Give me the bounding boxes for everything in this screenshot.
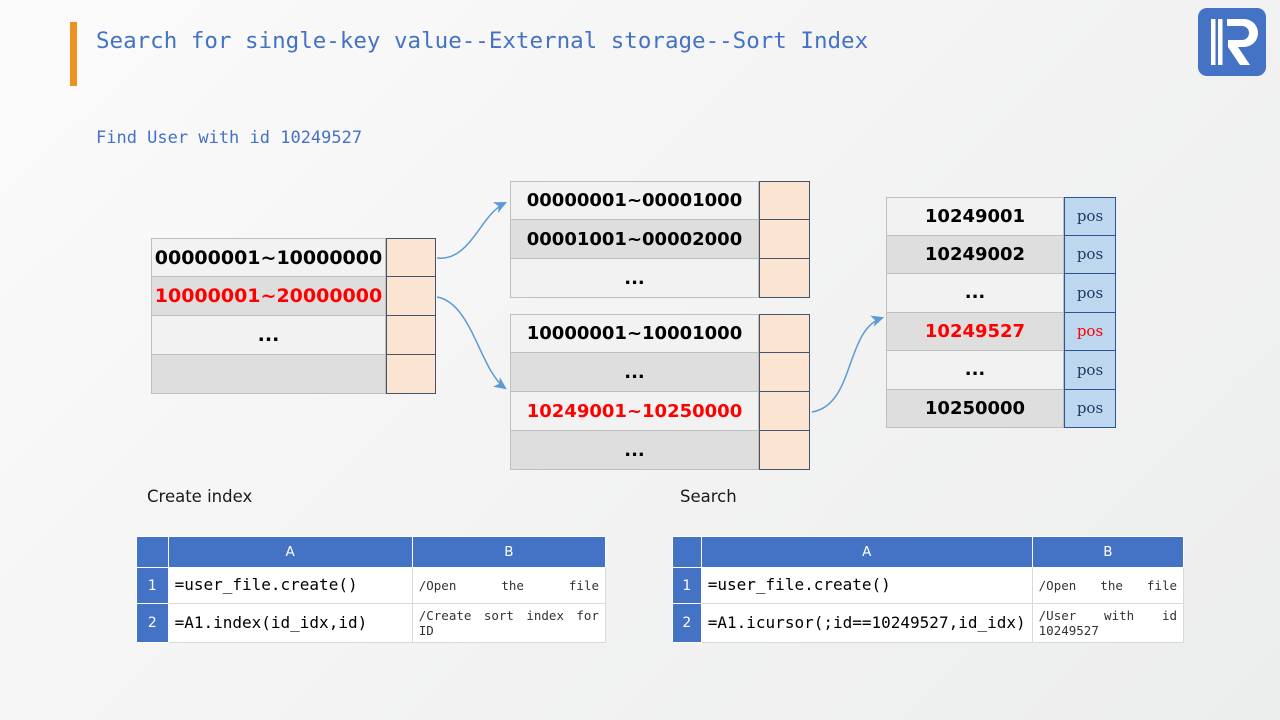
leaf-key-cell-highlighted: 10249527 (886, 312, 1064, 351)
table-row: ... pos (886, 274, 1116, 313)
index-range-cell: 00000001~10000000 (151, 238, 386, 277)
leaf-pos-cell: pos (1064, 197, 1116, 236)
cell-a2[interactable]: =A1.icursor(;id==10249527,id_idx) (700, 603, 1033, 643)
index-range-cell-ellipsis: ... (510, 353, 759, 392)
table-row: ... (510, 259, 810, 298)
leaf-index-block: 10249001 pos 10249002 pos ... pos 102495… (886, 197, 1116, 428)
cell-a1[interactable]: =user_file.create() (167, 567, 413, 604)
index-range-cell-ellipsis: ... (510, 259, 759, 298)
table-row: 00000001~10000000 (151, 238, 436, 277)
table-row: 10249527 pos (886, 312, 1116, 351)
table-row: ... (151, 316, 436, 355)
pointer-cell (386, 238, 436, 277)
sheet-header-row: A B (672, 536, 1185, 568)
search-spreadsheet[interactable]: A B 1 =user_file.create() /Open the file… (672, 536, 1185, 643)
row-header-1[interactable]: 1 (672, 567, 702, 604)
index-range-cell-highlighted: 10249001~10250000 (510, 392, 759, 431)
leaf-pos-cell: pos (1064, 351, 1116, 390)
cell-b2[interactable]: /Create sort index for ID (411, 603, 607, 643)
table-row: ... (510, 431, 810, 470)
leaf-pos-cell: pos (1064, 235, 1116, 274)
second-level-index-block-a: 00000001~00001000 00001001~00002000 ... (510, 181, 810, 298)
cell-a2[interactable]: =A1.index(id_idx,id) (167, 603, 413, 643)
column-header-b[interactable]: B (1031, 536, 1185, 568)
table-row: 10249001 pos (886, 197, 1116, 236)
cell-a1[interactable]: =user_file.create() (700, 567, 1033, 604)
leaf-key-cell-ellipsis: ... (886, 351, 1064, 390)
arrow-l1-to-l2b (436, 296, 507, 390)
table-row: 10250000 pos (886, 389, 1116, 428)
arrow-l1-to-l2a (436, 202, 508, 259)
sheet-corner-cell[interactable] (672, 536, 702, 568)
table-row: ... (510, 353, 810, 392)
pointer-cell (759, 220, 810, 259)
subtitle-text: Find User with id 10249527 (96, 128, 363, 148)
leaf-pos-cell: pos (1064, 274, 1116, 313)
table-row: 10000001~20000000 (151, 277, 436, 316)
cell-b1[interactable]: /Open the file (1031, 567, 1185, 604)
create-index-spreadsheet[interactable]: A B 1 =user_file.create() /Open the file… (136, 536, 607, 643)
table-row: 00000001~00001000 (510, 181, 810, 220)
create-index-caption: Create index (147, 487, 253, 506)
index-range-cell-ellipsis: ... (151, 316, 386, 355)
brand-logo-icon (1196, 6, 1268, 78)
index-range-cell-highlighted: 10000001~20000000 (151, 277, 386, 316)
row-header-2[interactable]: 2 (136, 603, 169, 643)
leaf-key-cell-ellipsis: ... (886, 274, 1064, 313)
leaf-pos-cell: pos (1064, 389, 1116, 428)
second-level-index-block-b: 10000001~10001000 ... 10249001~10250000 … (510, 314, 810, 470)
title-accent-bar (70, 22, 77, 86)
index-range-cell: 10000001~10001000 (510, 314, 759, 353)
pointer-cell (386, 355, 436, 394)
search-caption: Search (680, 487, 737, 506)
cell-b1[interactable]: /Open the file (411, 567, 607, 604)
sheet-corner-cell[interactable] (136, 536, 169, 568)
pointer-cell (759, 431, 810, 470)
cell-b2[interactable]: /User with id 10249527 (1031, 603, 1185, 643)
table-row: 10249002 pos (886, 235, 1116, 274)
pointer-cell (386, 316, 436, 355)
pointer-cell (759, 259, 810, 298)
table-row: 1 =user_file.create() /Open the file (136, 567, 607, 604)
table-row: 00001001~00002000 (510, 220, 810, 259)
table-row: 10000001~10001000 (510, 314, 810, 353)
leaf-key-cell: 10249001 (886, 197, 1064, 236)
table-row: 2 =A1.index(id_idx,id) /Create sort inde… (136, 603, 607, 643)
index-range-cell: 00001001~00002000 (510, 220, 759, 259)
root-index-block: 00000001~10000000 10000001~20000000 ... (151, 238, 436, 394)
arrow-l2b-to-leaf (811, 315, 885, 413)
table-row: ... pos (886, 351, 1116, 390)
page-title: Search for single-key value--External st… (96, 28, 869, 54)
index-range-cell: 00000001~00001000 (510, 181, 759, 220)
pointer-cell (759, 314, 810, 353)
column-header-a[interactable]: A (700, 536, 1033, 568)
pointer-cell (759, 353, 810, 392)
leaf-key-cell: 10249002 (886, 235, 1064, 274)
pointer-cell (386, 277, 436, 316)
table-row: 2 =A1.icursor(;id==10249527,id_idx) /Use… (672, 603, 1185, 643)
table-row (151, 355, 436, 394)
pointer-cell (759, 181, 810, 220)
table-row: 1 =user_file.create() /Open the file (672, 567, 1185, 604)
column-header-b[interactable]: B (411, 536, 607, 568)
index-range-cell-ellipsis: ... (510, 431, 759, 470)
column-header-a[interactable]: A (167, 536, 413, 568)
table-row: 10249001~10250000 (510, 392, 810, 431)
row-header-1[interactable]: 1 (136, 567, 169, 604)
index-range-cell-empty (151, 355, 386, 394)
sheet-header-row: A B (136, 536, 607, 568)
pointer-cell (759, 392, 810, 431)
row-header-2[interactable]: 2 (672, 603, 702, 643)
leaf-key-cell: 10250000 (886, 389, 1064, 428)
leaf-pos-cell-highlighted: pos (1064, 312, 1116, 351)
